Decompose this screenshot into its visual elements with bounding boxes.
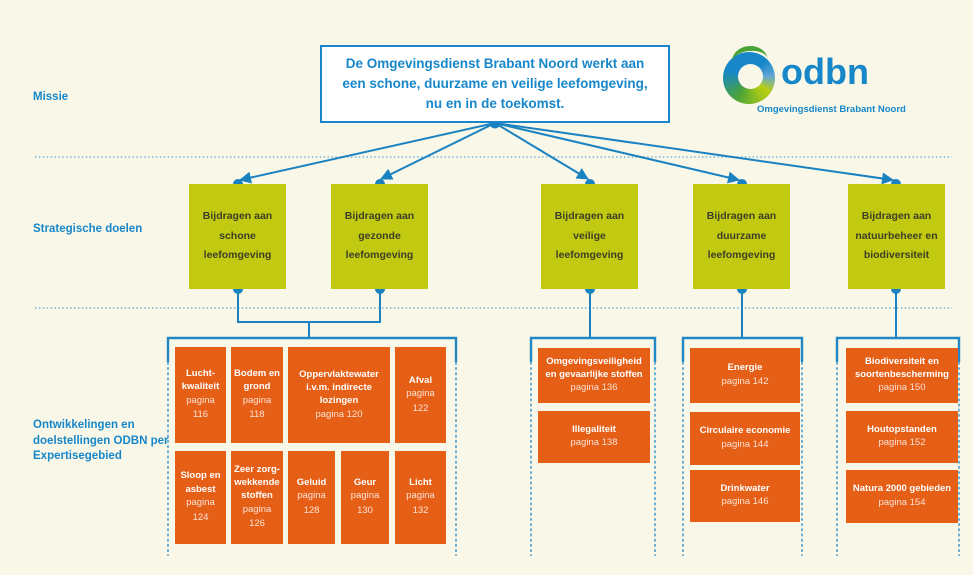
mission-statement-box: De Omgevingsdienst Brabant Noord werkt a… bbox=[320, 45, 670, 123]
expertise-box-title: Houtopstanden bbox=[867, 423, 937, 435]
expertise-box-sloop-en-asbest: Sloop en asbest pagina 124 bbox=[175, 451, 226, 544]
expertise-box-page: pagina 132 bbox=[406, 490, 435, 517]
expertise-box-page: pagina 142 bbox=[721, 375, 769, 387]
expertise-box-licht: Licht pagina 132 bbox=[395, 451, 446, 544]
expertise-label: Ontwikkelingen en doelstellingen ODBN pe… bbox=[33, 419, 169, 463]
odbn-logo: odbn Omgevingsdienst Brabant Noord bbox=[723, 44, 913, 116]
expertise-box-drinkwater: Drinkwater pagina 146 bbox=[690, 470, 800, 522]
goal-box-gezonde-leefomgeving: Bijdragen aan gezonde leefomgeving bbox=[331, 184, 428, 289]
expertise-box-title: Energie bbox=[727, 362, 763, 374]
expertise-box-page: pagina 138 bbox=[570, 437, 618, 449]
strategische-doelen-label: Strategische doelen bbox=[33, 223, 143, 235]
expertise-box-title: Biodiversiteit en soortenbescherming bbox=[855, 355, 949, 381]
expertise-box-page: pagina 154 bbox=[878, 496, 926, 508]
expertise-box-title: Oppervlaktewater i.v.m. indirecte lozing… bbox=[299, 368, 379, 407]
expertise-box-title: Omgevingsveiligheid en gevaarlijke stoff… bbox=[545, 355, 643, 381]
expertise-box-page: pagina 126 bbox=[242, 503, 272, 530]
odbn-logo-icon bbox=[723, 44, 777, 104]
expertise-box-oppervlaktewater: Oppervlaktewater i.v.m. indirecte lozing… bbox=[288, 347, 390, 443]
expertise-box-page: pagina 128 bbox=[297, 490, 326, 517]
expertise-box-title: Sloop en asbest bbox=[180, 470, 221, 495]
expertise-box-title: Afval bbox=[408, 374, 433, 386]
odbn-wordmark: odbn bbox=[781, 51, 869, 92]
expertise-box-bodem-en-grond: Bodem en grond pagina 118 bbox=[231, 347, 283, 443]
expertise-box-page: pagina 118 bbox=[242, 394, 272, 421]
mission-to-goals-arrows bbox=[239, 122, 894, 185]
expertise-box-natura-2000: Natura 2000 gebieden pagina 154 bbox=[846, 470, 958, 523]
expertise-box-page: pagina 152 bbox=[878, 437, 926, 449]
expertise-box-afval: Afval pagina 122 bbox=[395, 347, 446, 443]
expertise-box-page: pagina 116 bbox=[186, 394, 215, 421]
expertise-box-page: pagina 124 bbox=[186, 497, 215, 523]
missie-label: Missie bbox=[33, 91, 69, 103]
expertise-box-title: Illegaliteit bbox=[572, 423, 616, 435]
expertise-box-energie: Energie pagina 142 bbox=[690, 348, 800, 403]
expertise-box-page: pagina 144 bbox=[721, 438, 769, 450]
expertise-box-title: Drinkwater bbox=[720, 482, 770, 494]
expertise-box-page: pagina 146 bbox=[721, 496, 769, 508]
expertise-box-luchtkwaliteit: Lucht-kwaliteit pagina 116 bbox=[175, 347, 226, 443]
goal-box-schone-leefomgeving: Bijdragen aan schone leefomgeving bbox=[189, 184, 286, 289]
expertise-box-title: Geur bbox=[353, 477, 377, 489]
expertise-box-title: Geluid bbox=[296, 477, 327, 489]
expertise-box-houtopstanden: Houtopstanden pagina 152 bbox=[846, 411, 958, 463]
expertise-box-title: Circulaire economie bbox=[699, 425, 791, 437]
expertise-box-title: Natura 2000 gebieden bbox=[852, 483, 952, 495]
section-separator-lines bbox=[35, 156, 952, 309]
expertise-box-page: pagina 130 bbox=[350, 490, 380, 517]
expertise-box-page: pagina 136 bbox=[570, 382, 618, 394]
goal-box-duurzame-leefomgeving: Bijdragen aan duurzame leefomgeving bbox=[693, 184, 790, 289]
expertise-box-circulaire-economie: Circulaire economie pagina 144 bbox=[690, 412, 800, 465]
expertise-box-title: Zeer zorg-wekkende stoffen bbox=[234, 463, 280, 502]
expertise-box-omgevingsveiligheid: Omgevingsveiligheid en gevaarlijke stoff… bbox=[538, 348, 650, 403]
odbn-logo-subtitle: Omgevingsdienst Brabant Noord bbox=[757, 104, 906, 115]
expertise-box-title: Licht bbox=[409, 477, 432, 489]
expertise-box-illegaliteit: Illegaliteit pagina 138 bbox=[538, 411, 650, 463]
expertise-box-zeer-zorgwekkende-stoffen: Zeer zorg-wekkende stoffen pagina 126 bbox=[231, 451, 283, 544]
expertise-box-title: Bodem en grond bbox=[234, 367, 280, 393]
expertise-box-page: pagina 150 bbox=[878, 382, 926, 394]
expertise-box-geur: Geur pagina 130 bbox=[341, 451, 389, 544]
goal-box-veilige-leefomgeving: Bijdragen aan veilige leefomgeving bbox=[541, 184, 638, 289]
goals-to-groups-connectors bbox=[237, 289, 897, 338]
expertise-box-geluid: Geluid pagina 128 bbox=[288, 451, 335, 544]
expertise-box-page: pagina 122 bbox=[406, 387, 435, 414]
mission-statement-text: De Omgevingsdienst Brabant Noord werkt a… bbox=[342, 55, 648, 112]
expertise-box-page: pagina 120 bbox=[315, 408, 363, 420]
expertise-box-biodiversiteit: Biodiversiteit en soortenbescherming pag… bbox=[846, 348, 958, 403]
expertise-box-title: Lucht-kwaliteit bbox=[181, 367, 220, 393]
goal-box-natuurbeheer-biodiversiteit: Bijdragen aan natuurbeheer en biodiversi… bbox=[848, 184, 945, 289]
